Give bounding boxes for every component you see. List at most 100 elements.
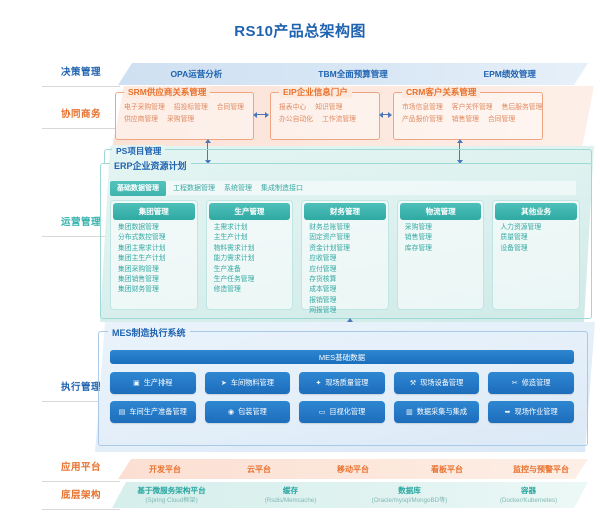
srm-item[interactable]: 合同管理 [216,104,244,111]
app-platform-item-board[interactable]: 看板平台 [431,464,463,474]
erp-column-item[interactable]: 库存管理 [404,244,432,252]
erp-box [100,163,592,319]
crm-item[interactable]: 产品报价管理 [402,116,443,123]
erp-column-item[interactable]: 质量管理 [500,234,528,242]
erp-subbar-active[interactable]: 基础数据管理 [110,180,166,196]
srm-item[interactable]: 供应商管理 [124,116,158,123]
erp-column-item[interactable]: 主需求计划 [213,224,248,231]
rail-label-base-arch: 底层架构 [42,489,120,510]
decision-band: OPA运营分析 TBM全面预算管理 EPM绩效管理 [118,63,588,85]
decision-item-tbm[interactable]: TBM全面预算管理 [318,69,388,79]
decision-item-epm[interactable]: EPM绩效管理 [483,69,536,79]
mes-tile-label: 车间生产准备管理 [129,407,187,416]
erp-column-item[interactable]: 集团数据管理 [118,224,159,231]
rail-label-text: 协同商务 [60,109,101,120]
arrow-tip-right [265,111,269,118]
rail-divider [42,128,120,129]
erp-column-item[interactable]: 应付管理 [309,265,337,273]
srm-item[interactable]: 采购管理 [166,116,195,123]
erp-column-item[interactable]: 销售管理 [404,234,432,242]
base-arch-item-cache[interactable]: 缓存 (Rsdis/Memcache) [231,486,350,505]
erp-column-item[interactable]: 修造管理 [213,286,241,294]
rail-label-collaborative: 协同商务 [42,108,120,129]
erp-column-item[interactable]: 财务总账管理 [309,224,350,231]
erp-column-item[interactable]: 生产准备 [213,265,241,273]
arrow-tip-up [456,139,463,143]
erp-column-item[interactable]: 分布式数控管理 [118,234,166,242]
erp-column-item[interactable]: 集团销售管理 [118,276,159,284]
app-platform-item-monitor[interactable]: 监控与预警平台 [513,464,569,474]
base-arch-item-container[interactable]: 容器 (Docker/Kubernetes) [469,486,588,505]
crm-item[interactable]: 市场信息管理 [402,104,443,111]
erp-column-group[interactable]: 集团管理 集团数据管理 分布式数控管理 集团主需求计划 集团主生产计划 集团采购… [110,200,198,310]
crm-item[interactable]: 客户关怀管理 [451,104,493,111]
visual-icon: ▭ [318,408,326,416]
group-crm[interactable]: CRM客户关系管理 市场信息管理 客户关怀管理 售后服务管理 产品报价管理 销售… [393,86,543,140]
crm-item[interactable]: 销售管理 [451,116,479,123]
srm-item[interactable]: 电子采购管理 [124,104,165,111]
erp-column-item[interactable]: 网报管理 [309,307,337,315]
mes-tile-visual[interactable]: ▭ 目视化管理 [299,401,385,423]
erp-column-item[interactable]: 人力资源管理 [500,224,542,231]
eip-crm-arrow-icon [379,110,392,119]
erp-column-item[interactable]: 固定资产管理 [309,234,350,242]
erp-column-finance[interactable]: 财务管理 财务总账管理 固定资产管理 资金计划管理 应收管理 应付管理 存货核算… [301,200,389,314]
rail-divider [42,401,120,402]
erp-column-production[interactable]: 生产管理 主需求计划 主生产计划 物料需求计划 能力需求计划 生产准备 生产任务… [205,200,294,310]
mes-tile-quality[interactable]: ✦ 现场质量管理 [299,372,385,394]
erp-column-item[interactable]: 存货核算 [309,276,337,284]
erp-column-item[interactable]: 成本管理 [309,286,337,294]
mes-tile-collect[interactable]: ▥ 数据采集与集成 [393,401,480,423]
base-arch-sub: (Oracle/mysql/MongoBD等) [371,496,448,504]
erp-column-item[interactable]: 物料需求计划 [213,244,255,252]
erp-column-item[interactable]: 能力需求计划 [213,255,255,263]
decision-item-opa[interactable]: OPA运营分析 [170,69,223,79]
mes-tile-schedule[interactable]: ▣ 生产排程 [110,372,196,394]
erp-subbar-item[interactable]: 系统管理 [224,185,252,192]
crm-item[interactable]: 合同管理 [487,116,516,123]
arrow-line [383,113,388,116]
erp-column-item[interactable]: 生产任务管理 [213,276,255,284]
mes-tile-equipment[interactable]: ⚒ 现场设备管理 [393,372,480,394]
srm-item[interactable]: 招投标管理 [173,104,208,111]
base-arch-item-database[interactable]: 数据库 (Oracle/mysql/MongoBD等) [350,486,469,505]
base-arch-item-microservice[interactable]: 基于微服务架构平台 (Spring Cloud框架) [112,486,231,505]
group-eip-row: 报表中心 知识管理 [279,102,372,114]
erp-column-item[interactable]: 集团主生产计划 [118,255,166,263]
crm-item[interactable]: 售后服务管理 [501,104,543,111]
erp-subbar-item[interactable]: 工程数据管理 [173,185,215,192]
erp-column-item[interactable]: 报销管理 [309,296,337,304]
erp-column-item[interactable]: 资金计划管理 [309,244,350,252]
erp-column-item[interactable]: 应收管理 [309,255,337,263]
app-platform-item-mobile[interactable]: 移动平台 [337,464,369,474]
erp-column-logistics[interactable]: 物流管理 采购管理 销售管理 库存管理 [396,200,485,310]
mes-tile-package[interactable]: ◉ 包装管理 [204,401,291,423]
eip-item[interactable]: 知识管理 [315,104,343,111]
app-platform-band: 开发平台 云平台 移动平台 看板平台 监控与预警平台 [118,459,588,479]
erp-column-item[interactable]: 设备管理 [500,244,528,252]
rail-label-text: 底层架构 [60,490,101,501]
eip-item[interactable]: 工作流管理 [321,116,356,123]
erp-column-item[interactable]: 主生产计划 [213,234,248,242]
erp-column-item[interactable]: 集团主需求计划 [118,244,166,252]
erp-column-other[interactable]: 其他业务 人力资源管理 质量管理 设备管理 [492,200,580,310]
erp-column-item[interactable]: 集团财务管理 [118,286,159,294]
erp-column-item[interactable]: 采购管理 [404,224,432,231]
group-eip[interactable]: EIP企业信息门户 报表中心 知识管理 办公自动化 工作流管理 [270,86,380,140]
mes-tile-material[interactable]: ➤ 车间物料管理 [204,372,291,394]
erp-column-item[interactable]: 集团采购管理 [118,265,159,273]
erp-column-head: 其他业务 [495,203,577,220]
app-platform-item-dev[interactable]: 开发平台 [149,464,181,474]
eip-item[interactable]: 办公自动化 [279,116,313,123]
erp-column-head: 生产管理 [208,203,291,220]
mes-tile-repair[interactable]: ✂ 修造管理 [488,372,574,394]
app-platform-item-cloud[interactable]: 云平台 [247,464,271,474]
group-srm[interactable]: SRM供应商关系管理 电子采购管理 招投标管理 合同管理 供应商管理 采购管理 [115,86,254,140]
mes-base-data-bar[interactable]: MES基础数据 [110,350,574,364]
mes-tile-prepare[interactable]: ▤ 车间生产准备管理 [110,401,196,423]
rail-divider [42,86,120,87]
eip-item[interactable]: 报表中心 [279,104,307,111]
ps-box [104,149,592,164]
mes-tile-operation[interactable]: ➥ 现场作业管理 [488,401,574,423]
erp-subbar-item[interactable]: 集成制造接口 [261,185,303,192]
